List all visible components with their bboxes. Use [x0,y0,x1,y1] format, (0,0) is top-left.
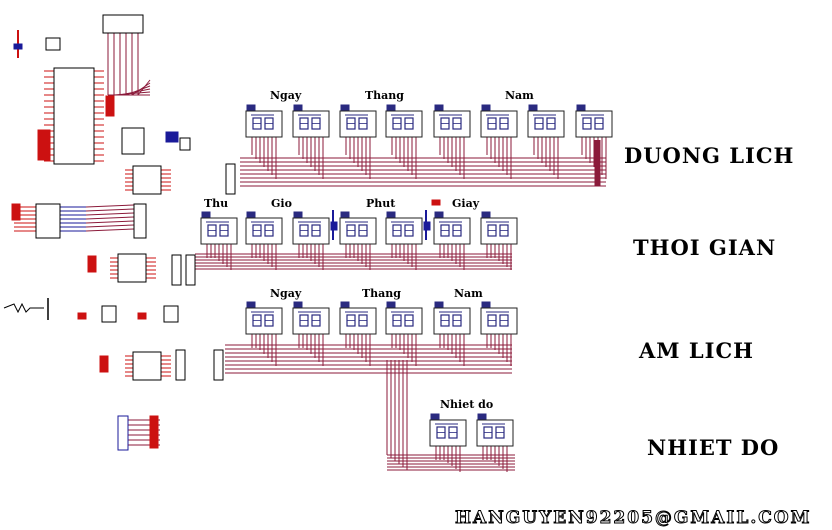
connector-header [117,415,129,451]
display-header-icon [246,211,256,218]
pin-header-red [99,355,109,373]
shift-register-chip [132,351,162,381]
group-label-thu: Thu [204,197,229,210]
author-email: HANGUYEN92205@GMAIL.COM [454,508,812,529]
pin-header-red [149,415,159,449]
shift-register-chip [132,165,162,195]
display-header-icon [386,301,396,308]
display-header-icon [430,413,440,420]
resistor-icon [3,302,44,314]
mcu-chip [53,67,95,165]
group-label-nhiet-do: Nhiet do [440,398,494,411]
wire [85,212,135,216]
display-header-icon [434,301,444,308]
section-title-am-lich: AM LICH [639,338,754,363]
section-title-duong-lich: DUONG LICH [624,143,795,168]
display-header-icon [340,104,350,111]
group-label-phut: Phut [366,197,396,210]
pin-header-red [105,95,115,117]
section-title-nhiet-do: NHIET DO [647,435,780,460]
resistor-array [133,203,147,239]
pin-marker-icon [77,312,87,320]
group-label-am-ngay: Ngay [270,287,302,300]
section-title-thoi-gian: THOI GIAN [633,235,777,260]
wire [85,204,135,208]
pin-marker-icon [431,199,441,206]
regulator-chip [121,127,145,155]
resistor-array [225,163,236,195]
resistor-array [171,254,182,286]
seven-segment-displays [200,104,613,447]
driver-chip [35,203,61,239]
sensor-chip [101,305,117,323]
bus-wires [14,33,607,472]
resistor-array [213,349,224,381]
display-header-icon [293,211,303,218]
wire [131,82,151,96]
wire [85,228,135,232]
display-header-icon [576,104,586,111]
display-header-icon [293,301,303,308]
pin-header-red [37,129,51,161]
display-header-icon [340,301,350,308]
capacitor-icon [13,43,23,50]
display-header-icon [434,211,444,218]
sensor-chip [163,305,179,323]
display-header-icon [481,104,491,111]
display-header-icon [246,104,256,111]
shift-register-chip [117,253,147,283]
group-label-gio: Gio [271,197,292,210]
transistor-body-icon [330,221,338,231]
wire [137,79,151,96]
resistor-array [175,349,186,381]
display-header-icon [481,301,491,308]
resistor-array [185,254,196,286]
wire [85,216,135,220]
pin-header-red [87,255,97,273]
display-header-icon [386,211,396,218]
display-header-icon [246,301,256,308]
connector-header [102,14,144,34]
capacitor-icon [179,137,191,151]
display-header-icon [340,211,350,218]
pin-marker-icon [137,312,147,320]
group-label-am-thang: Thang [362,287,401,300]
group-label-duong-thang: Thang [365,89,404,102]
display-header-icon [201,211,211,218]
group-label-duong-nam: Nam [505,89,534,102]
diode-icon [165,131,179,143]
display-header-icon [293,104,303,111]
wire [85,208,135,212]
group-label-duong-ngay: Ngay [270,89,302,102]
display-header-icon [477,413,487,420]
group-label-am-nam: Nam [454,287,483,300]
display-header-icon [434,104,444,111]
crystal-icon [45,37,61,51]
wire [85,224,135,228]
pin-header-red [11,203,21,221]
display-header-icon [481,211,491,218]
components [3,14,441,451]
display-header-icon [386,104,396,111]
transistor-body-icon [423,221,431,231]
group-label-giay: Giay [452,197,480,210]
wire [85,220,135,224]
display-header-icon [528,104,538,111]
